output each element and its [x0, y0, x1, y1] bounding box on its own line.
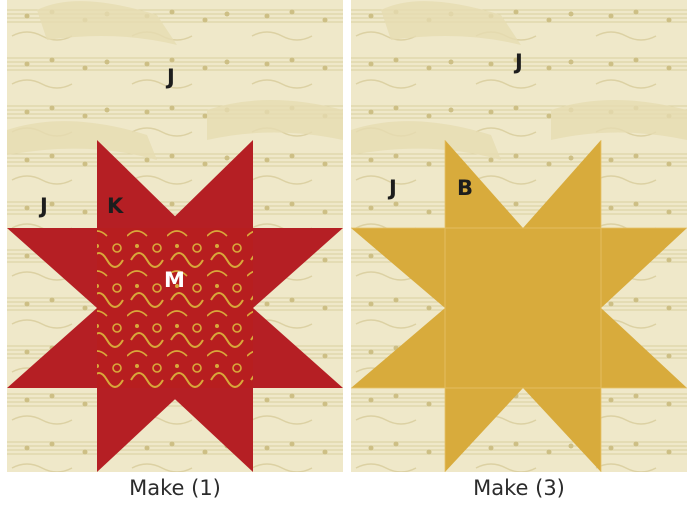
center-square [97, 228, 253, 388]
label-center: M [164, 270, 185, 291]
block-red-graphic [7, 0, 343, 472]
star-block-red: J J K M [7, 0, 343, 472]
label-background-top: J [167, 67, 175, 88]
label-star-points: K [107, 196, 123, 217]
center-square [445, 228, 601, 388]
star-block-gold: J J B [351, 0, 687, 472]
label-background-left: J [389, 178, 397, 199]
caption-make-1: Make (1) [7, 478, 343, 499]
label-star: B [457, 178, 473, 199]
label-background-left: J [40, 196, 48, 217]
label-background-top: J [515, 52, 523, 73]
caption-make-3: Make (3) [351, 478, 687, 499]
